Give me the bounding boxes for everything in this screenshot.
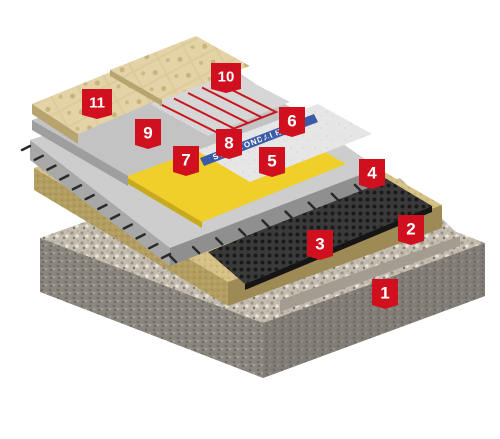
marker-11-label: 11 [89,95,105,112]
tile-top-back [110,36,250,100]
rebar-end [160,252,172,260]
marker-4-shape [359,159,385,189]
heating-cable [159,81,279,136]
rebar-end [33,154,44,162]
rebar-end [261,219,270,228]
marker-5: 5 [259,147,285,177]
marker-9: 9 [135,119,161,149]
rebar-end [148,242,159,250]
marker-1: 1 [372,279,398,309]
rebar-end [307,201,316,210]
marker-7-shape [173,146,199,176]
rebar-end [58,174,70,181]
marker-8: 8 [216,129,242,159]
marker-2: 2 [398,215,424,245]
marker-5-shape [259,147,285,177]
sand-side-right [228,205,442,306]
marker-1-shape [372,279,398,309]
layer-markers: 1 2 3 4 5 6 7 8 9 10 11 [82,63,424,309]
marker-4-label: 4 [367,164,377,183]
marker-6-label: 6 [287,112,296,131]
rebar-end [84,193,95,201]
marker-8-shape [216,129,242,159]
rebar-end [214,236,224,246]
rebar-end [353,183,363,193]
rebar-end [97,203,108,211]
heating-mat-base [150,72,290,136]
marker-3: 3 [307,230,333,260]
marker-11-shape [82,89,112,119]
marker-5-label: 5 [267,152,276,171]
rebar-end [46,164,57,171]
rebar-end [330,192,340,202]
sand-side-left [34,168,228,306]
marker-7-label: 7 [181,151,190,170]
rebar-end [284,210,293,219]
marker-10: 10 [211,63,241,93]
marker-10-shape [211,63,241,93]
rebar-end [168,254,178,264]
marker-9-label: 9 [143,124,152,143]
marker-10-label: 10 [218,69,235,86]
marker-8-label: 8 [224,134,233,153]
marker-7: 7 [173,146,199,176]
rebar-end [191,245,201,255]
marker-6: 6 [279,107,305,137]
board-top [196,104,372,182]
marker-3-label: 3 [315,235,324,254]
marker-2-shape [398,215,424,245]
rebar-end [20,144,32,152]
marker-9-shape [135,119,161,149]
heating-mat-layer [150,72,290,136]
marker-2-label: 2 [406,220,415,239]
sub-base-side-left [40,238,263,378]
rebar-end [71,184,83,191]
rebar-end [238,228,247,237]
rebar-end [122,223,134,230]
marker-6-shape [279,107,305,137]
marker-11: 11 [82,89,112,119]
concrete-side-right [170,168,378,266]
rebar-ends [20,144,386,264]
rebar-end [109,213,121,220]
marker-1-label: 1 [380,284,389,303]
rebar-end [135,233,146,240]
marker-4: 4 [359,159,385,189]
marker-3-shape [307,230,333,260]
concrete-side-left [30,140,170,266]
